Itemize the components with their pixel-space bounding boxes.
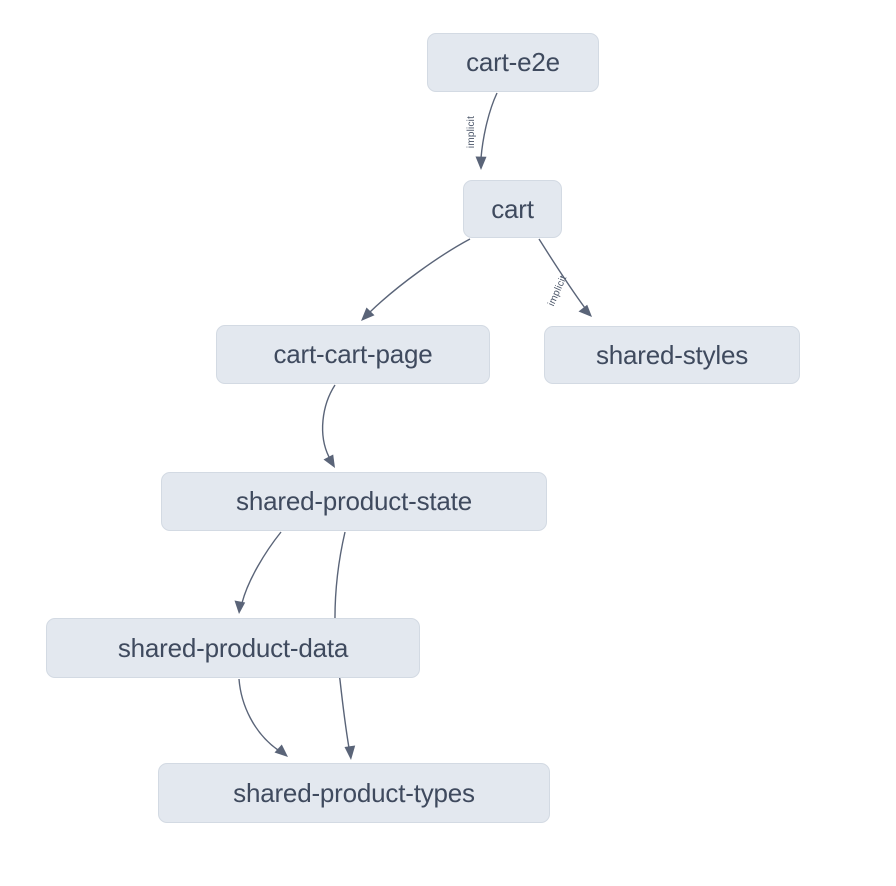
edge-cart-to-shared-styles[interactable] bbox=[538, 238, 592, 317]
arrowhead-icon bbox=[475, 156, 487, 170]
node-cart-e2e[interactable]: cart-e2e bbox=[427, 33, 599, 92]
edge-path bbox=[369, 238, 471, 313]
edge-path bbox=[238, 678, 279, 751]
arrowhead-icon bbox=[274, 744, 288, 757]
node-label: shared-styles bbox=[595, 339, 749, 370]
edge-shared-product-data-to-shared-product-types[interactable] bbox=[238, 678, 288, 757]
edge-label-implicit-cart-e2e-cart: implicit bbox=[466, 116, 477, 148]
node-label: cart-cart-page bbox=[273, 339, 433, 369]
edge-path bbox=[321, 384, 336, 458]
arrowhead-icon bbox=[361, 307, 375, 321]
arrowhead-icon bbox=[578, 304, 592, 317]
node-shared-product-data[interactable]: shared-product-data bbox=[46, 618, 420, 678]
arrowhead-icon bbox=[323, 454, 335, 468]
edge-path bbox=[538, 238, 586, 309]
node-label: cart-e2e bbox=[466, 47, 560, 77]
node-cart-cart-page[interactable]: cart-cart-page bbox=[216, 325, 490, 384]
edge-label-implicit-cart-shared-styles: implicit bbox=[546, 274, 569, 308]
edge-path bbox=[241, 531, 282, 604]
edge-path bbox=[480, 92, 498, 159]
edge-cart-cart-page-to-shared-product-state[interactable] bbox=[321, 384, 336, 468]
node-shared-styles[interactable]: shared-styles bbox=[544, 326, 800, 384]
node-label: shared-product-types bbox=[233, 777, 475, 808]
node-label: shared-product-data bbox=[117, 632, 349, 663]
node-label: cart bbox=[491, 193, 534, 224]
edge-cart-to-cart-cart-page[interactable] bbox=[361, 238, 471, 321]
arrowhead-icon bbox=[234, 600, 246, 614]
node-shared-product-state[interactable]: shared-product-state bbox=[161, 472, 547, 531]
edge-shared-product-state-to-shared-product-data[interactable] bbox=[234, 531, 282, 614]
node-cart[interactable]: cart bbox=[463, 180, 562, 238]
node-label: shared-product-state bbox=[236, 486, 472, 516]
node-shared-product-types[interactable]: shared-product-types bbox=[158, 763, 550, 823]
edge-cart-e2e-to-cart[interactable] bbox=[475, 92, 498, 170]
arrowhead-icon bbox=[344, 745, 356, 760]
